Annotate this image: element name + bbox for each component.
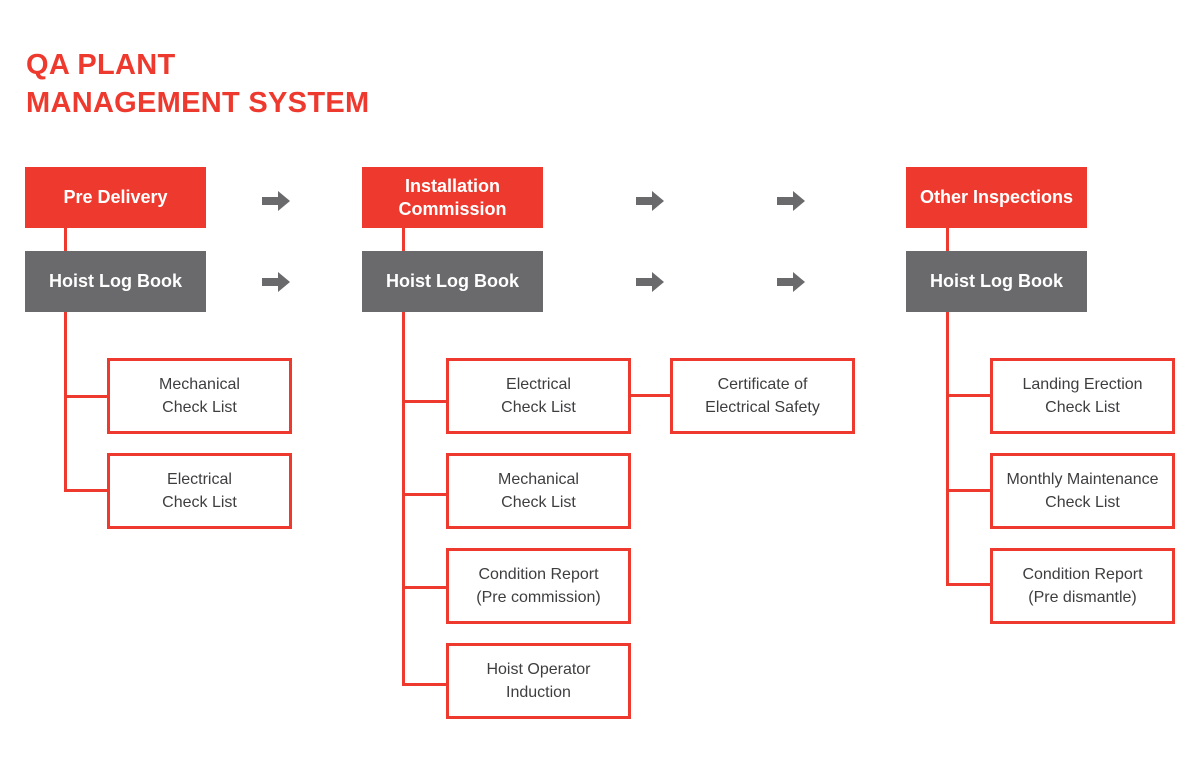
- stage-installation-commission: Installation Commission: [362, 167, 543, 228]
- arrow-right-icon: [777, 191, 805, 211]
- stage-other-inspections: Other Inspections: [906, 167, 1087, 228]
- hoist-operator-induction: Hoist Operator Induction: [446, 643, 631, 719]
- connector-line: [402, 493, 448, 496]
- connector-line: [946, 394, 992, 397]
- arrow-right-icon: [777, 272, 805, 292]
- stage-pre-delivery: Pre Delivery: [25, 167, 206, 228]
- hoist-log-book-pre-delivery: Hoist Log Book: [25, 251, 206, 312]
- arrow-right-icon: [636, 272, 664, 292]
- checklist-mechanical: Mechanical Check List: [107, 358, 292, 434]
- certificate-electrical-safety: Certificate of Electrical Safety: [670, 358, 855, 434]
- connector-line: [64, 228, 67, 251]
- condition-report-pre-dismantle: Condition Report (Pre dismantle): [990, 548, 1175, 624]
- connector-line: [402, 400, 448, 403]
- connector-line: [402, 586, 448, 589]
- arrow-right-icon: [262, 272, 290, 292]
- connector-line: [946, 312, 949, 586]
- connector-line: [64, 312, 67, 492]
- checklist-electrical: Electrical Check List: [446, 358, 631, 434]
- diagram-title: QA PLANT MANAGEMENT SYSTEM: [26, 46, 369, 122]
- checklist-monthly-maintenance: Monthly Maintenance Check List: [990, 453, 1175, 529]
- condition-report-pre-commission: Condition Report (Pre commission): [446, 548, 631, 624]
- connector-line: [629, 394, 672, 397]
- connector-line: [946, 228, 949, 251]
- connector-line: [64, 395, 109, 398]
- checklist-mechanical: Mechanical Check List: [446, 453, 631, 529]
- connector-line: [402, 683, 448, 686]
- title-line-1: QA PLANT: [26, 49, 176, 81]
- hoist-log-book-other: Hoist Log Book: [906, 251, 1087, 312]
- checklist-landing-erection: Landing Erection Check List: [990, 358, 1175, 434]
- connector-line: [64, 489, 109, 492]
- arrow-right-icon: [636, 191, 664, 211]
- connector-line: [402, 228, 405, 251]
- connector-line: [946, 583, 992, 586]
- connector-line: [946, 489, 992, 492]
- hoist-log-book-installation: Hoist Log Book: [362, 251, 543, 312]
- connector-line: [402, 312, 405, 686]
- arrow-right-icon: [262, 191, 290, 211]
- checklist-electrical: Electrical Check List: [107, 453, 292, 529]
- title-line-2: MANAGEMENT SYSTEM: [26, 87, 370, 119]
